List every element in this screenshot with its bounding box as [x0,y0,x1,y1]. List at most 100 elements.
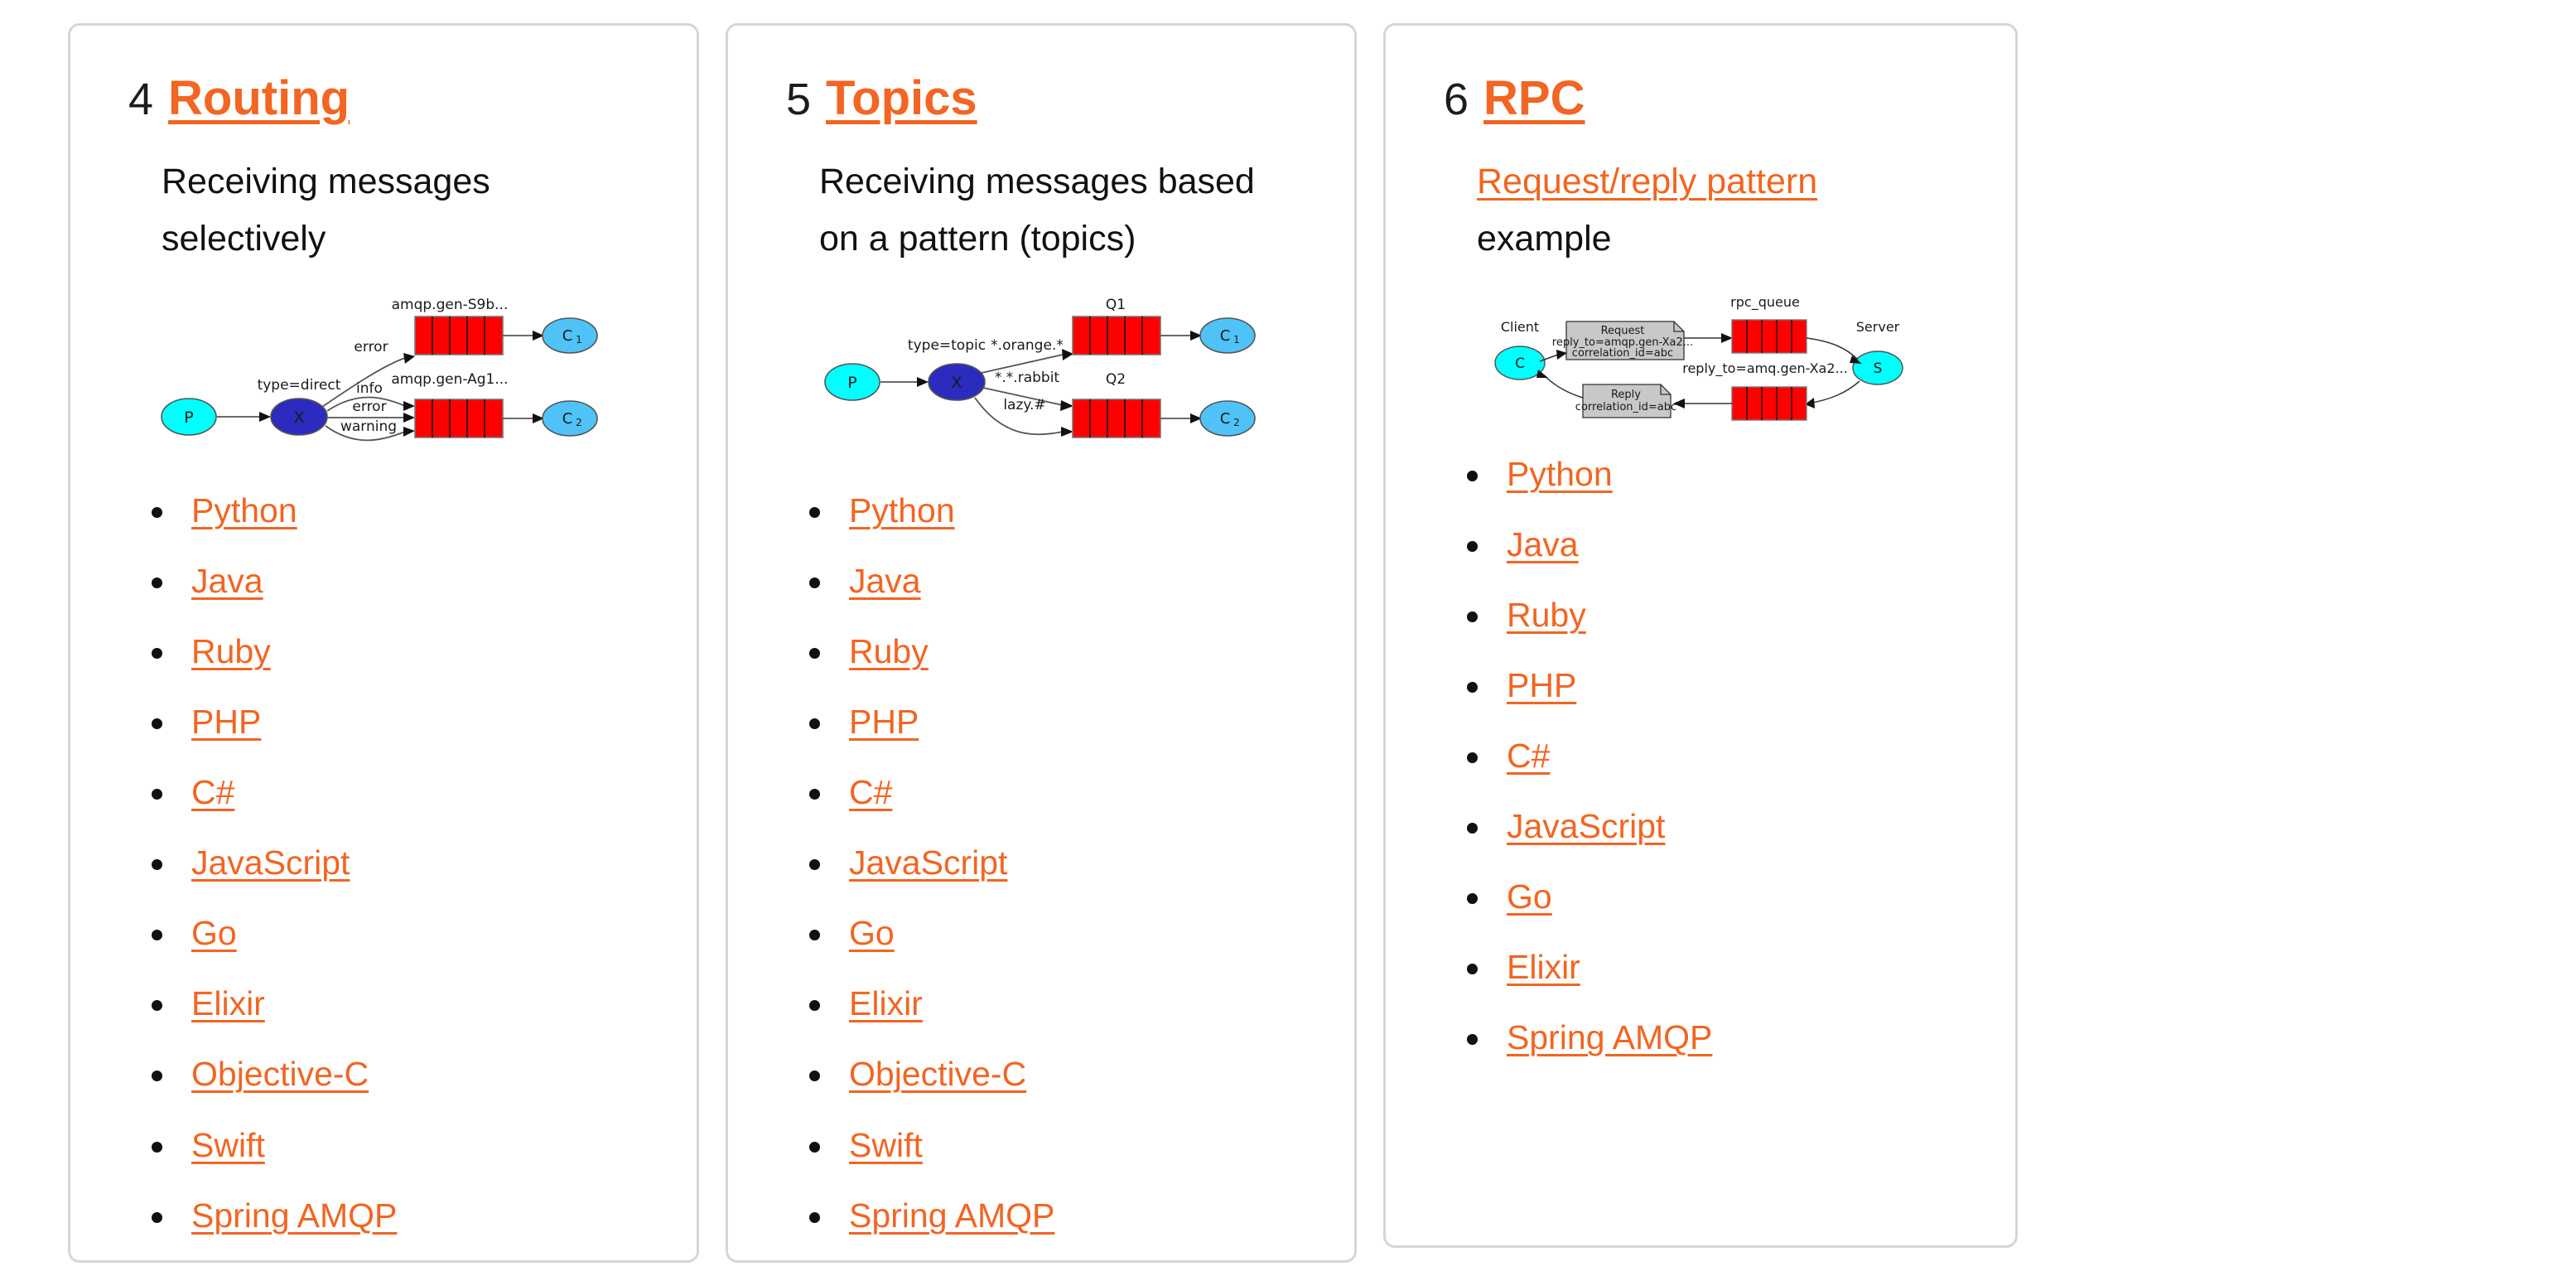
server-label: Server [1856,319,1900,335]
consumer-sub-1: 1 [576,334,582,346]
list-item: Java [1464,527,1982,563]
list-item: PHP [1464,668,1982,703]
list-item: Python [148,493,663,529]
language-link-java[interactable]: Java [191,562,263,601]
card-title-link[interactable]: RPC [1483,71,1585,125]
description-line-1: Receiving messages [162,161,490,201]
language-link-javascript[interactable]: JavaScript [191,843,350,882]
description-link[interactable]: Request/reply pattern [1477,161,1818,201]
server-node-label: S [1874,360,1883,377]
list-item: Python [806,493,1321,529]
list-item: Elixir [1464,950,1982,985]
language-link-csharp[interactable]: C# [1507,737,1551,776]
arrowhead [1060,400,1073,412]
language-link-spring-amqp[interactable]: Spring AMQP [1507,1018,1713,1057]
edge-reply-client [1542,374,1584,399]
language-link-elixir[interactable]: Elixir [191,984,265,1023]
language-link-spring-amqp[interactable]: Spring AMQP [191,1196,398,1235]
list-item: Spring AMQP [806,1196,1321,1235]
diagram-container: Q1 Q2 P X type=topic *.orange.* [761,287,1321,465]
list-item: Swift [148,1125,663,1164]
language-link-java[interactable]: Java [849,562,921,601]
card-title-link[interactable]: Topics [826,71,977,125]
producer-label: P [184,408,193,427]
arrowhead [403,427,415,437]
arrowhead [533,331,544,341]
language-link-php[interactable]: PHP [1507,666,1577,705]
list-item: C# [148,775,663,810]
language-link-csharp[interactable]: C# [849,773,893,812]
language-link-python[interactable]: Python [191,491,297,530]
language-link-elixir[interactable]: Elixir [1507,948,1580,987]
tutorial-card-routing: 4 Routing Receiving messages selectively… [68,23,699,1263]
edge-binding-info [326,396,406,412]
queue-label-1: amqp.gen-S9b... [392,297,509,313]
binding-label-error-q1: error [354,339,388,355]
language-link-ruby[interactable]: Ruby [849,632,929,671]
language-link-ruby[interactable]: Ruby [191,632,271,671]
language-link-objective-c[interactable]: Objective-C [191,1055,369,1094]
language-link-csharp[interactable]: C# [191,773,235,812]
list-item: Ruby [806,634,1321,669]
exchange-node [270,398,328,436]
tutorial-card-rpc: 6 RPC Request/reply pattern example Clie… [1383,23,2018,1248]
language-link-objective-c[interactable]: Objective-C [849,1055,1027,1094]
arrowhead [1190,413,1202,424]
arrowhead [1061,427,1073,437]
card-title-link[interactable]: Routing [168,71,350,125]
description-line-2: on a pattern (topics) [819,219,1136,259]
tutorial-card-topics: 5 Topics Receiving messages based on a p… [726,23,1357,1263]
direct-exchange-routing-diagram: amqp.gen-S9b... amqp.gen-Ag1... P X type… [161,297,598,442]
consumer-node-2 [1199,400,1256,437]
language-link-javascript[interactable]: JavaScript [849,843,1008,882]
language-link-go[interactable]: Go [1507,877,1552,916]
language-link-php[interactable]: PHP [849,703,919,742]
consumer-node-2 [542,400,598,437]
language-link-swift[interactable]: Swift [849,1125,923,1164]
binding-label-error-q2: error [352,399,386,415]
diagram-container: Client Server rpc_queue reply_to=amq.gen… [1419,287,1982,448]
language-link-ruby[interactable]: Ruby [1507,596,1586,635]
description-line-2: selectively [162,219,326,259]
list-item: Ruby [1464,597,1982,633]
request-note: Request reply_to=amqp.gen-Xa2... correla… [1552,321,1693,360]
arrowhead [259,412,271,423]
queue-label-2: Q2 [1106,371,1126,388]
client-node-label: C [1515,355,1525,372]
queue-label-1: Q1 [1106,297,1126,313]
topic-exchange-diagram: Q1 Q2 P X type=topic *.orange.* [824,297,1256,438]
language-link-php[interactable]: PHP [191,703,262,742]
request-queue-label: rpc_queue [1730,294,1800,311]
language-link-javascript[interactable]: JavaScript [1507,807,1666,846]
arrowhead [917,377,929,388]
consumer-node-1 [542,317,598,354]
language-link-elixir[interactable]: Elixir [849,984,923,1023]
card-description: Receiving messages selectively [162,153,663,268]
language-link-spring-amqp[interactable]: Spring AMQP [849,1196,1055,1235]
reply-queue-box [1731,386,1807,421]
language-link-go[interactable]: Go [849,914,895,953]
list-item: Go [1464,879,1982,915]
binding-label-info: info [356,380,383,397]
arrowhead [1190,331,1202,341]
language-link-go[interactable]: Go [191,914,237,953]
list-item: Objective-C [806,1056,1321,1092]
consumer-label-2: C [1220,410,1231,428]
language-link-java[interactable]: Java [1507,525,1579,564]
language-link-python[interactable]: Python [849,491,955,530]
card-heading: 5 Topics [786,72,1321,125]
consumer-sub-1: 1 [1233,334,1240,346]
card-heading: 6 RPC [1444,72,1982,125]
edge-client-request [1539,354,1559,362]
language-link-swift[interactable]: Swift [191,1125,265,1164]
request-note-line-1: Request [1601,325,1645,337]
card-number: 4 [128,75,154,124]
arrowhead [403,401,415,412]
consumer-label-2: C [562,410,573,428]
binding-label-lazy: lazy.# [1003,397,1045,413]
list-item: Elixir [148,986,663,1022]
edge-server-reply-queue [1807,380,1860,404]
language-link-python[interactable]: Python [1507,455,1613,494]
exchange-type-label: type=direct [258,377,341,394]
